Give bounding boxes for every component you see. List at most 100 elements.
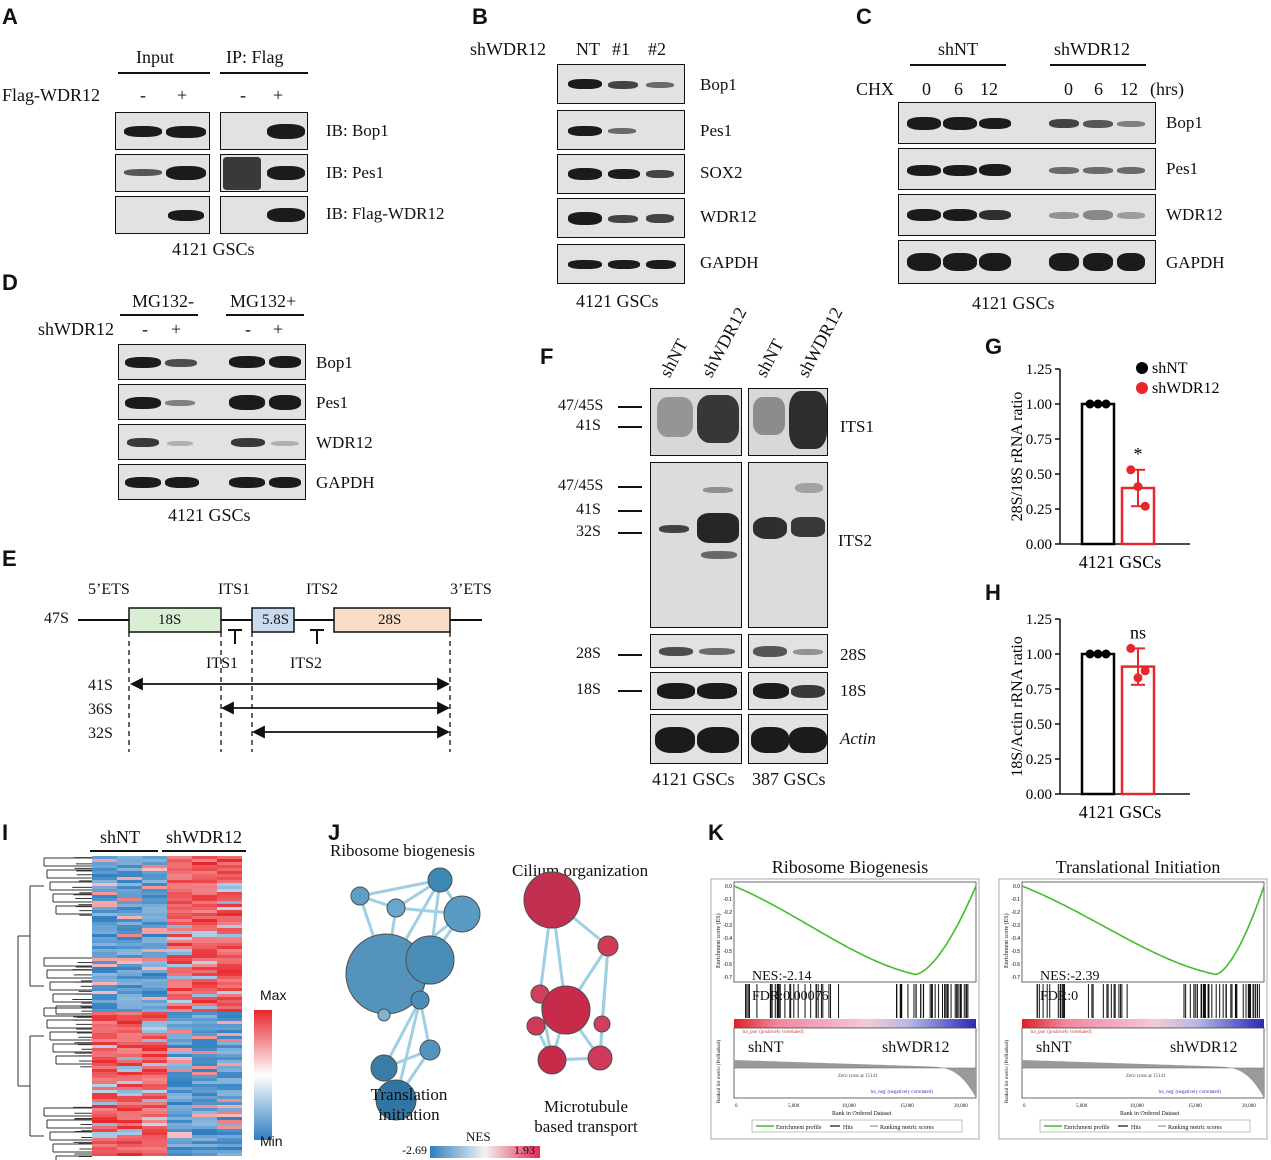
k-nes-1: NES:-2.14 <box>752 969 812 984</box>
heatmap-cell <box>142 916 167 919</box>
i-color-scale <box>254 1010 272 1140</box>
k-x4-2: 20,000 <box>1242 1104 1256 1109</box>
heatmap-cell <box>192 1123 217 1126</box>
d-sign: + <box>171 319 182 339</box>
heatmap-cell <box>117 886 142 889</box>
heatmap-cell <box>92 1117 117 1120</box>
heatmap-cell <box>167 1060 192 1063</box>
heatmap-cell <box>217 1153 242 1156</box>
heatmap-cell <box>142 922 167 925</box>
heatmap-cell <box>117 982 142 985</box>
heatmap-cell <box>167 1114 192 1117</box>
heatmap-cell <box>117 1051 142 1054</box>
legend-label: shWDR12 <box>1152 380 1220 397</box>
heatmap-cell <box>217 1036 242 1039</box>
heatmap-cell <box>167 976 192 979</box>
heatmap-cell <box>167 970 192 973</box>
heatmap-cell <box>142 1093 167 1096</box>
heatmap-cell <box>217 955 242 958</box>
d-sign: + <box>273 319 284 339</box>
heatmap-cell <box>142 1048 167 1051</box>
f-blot-its2-387 <box>748 462 828 628</box>
c-t12: 12 <box>980 79 998 99</box>
y-tick-label: 0.75 <box>1026 432 1052 448</box>
heatmap-cell <box>167 1147 192 1150</box>
f-marker-28: 28S <box>576 645 601 662</box>
es-tick-label: -0.4 <box>723 936 732 942</box>
heatmap-cell <box>117 856 142 859</box>
heatmap-cell <box>117 922 142 925</box>
heatmap-cell <box>217 871 242 874</box>
f-blot-actin-387 <box>748 714 828 764</box>
heatmap-cell <box>92 982 117 985</box>
dendrogram-leaf <box>49 881 92 891</box>
c-bop1: Bop1 <box>1166 113 1203 132</box>
heatmap-cell <box>92 1030 117 1033</box>
heatmap-cell <box>167 1096 192 1099</box>
heatmap-cell <box>192 1066 217 1069</box>
k-x2-1: 10,000 <box>842 1104 856 1109</box>
es-tick-label: -0.5 <box>723 949 732 955</box>
heatmap-cell <box>167 1003 192 1006</box>
heatmap-cell <box>92 868 117 871</box>
es-tick-label: -0.1 <box>723 897 732 903</box>
heatmap-cell <box>117 1090 142 1093</box>
heatmap-cell <box>142 973 167 976</box>
heatmap-cell <box>142 931 167 934</box>
data-point <box>1093 399 1103 409</box>
heatmap-cell <box>92 1057 117 1060</box>
a-sign: + <box>177 85 188 105</box>
k-gsea-plot-2: 0.0-0.1-0.2-0.3-0.4-0.5-0.6-0.7 <box>998 878 1268 1140</box>
heatmap-cell <box>217 1141 242 1144</box>
heatmap-cell <box>92 1060 117 1063</box>
heatmap-cell <box>192 1039 217 1042</box>
heatmap-cell <box>92 1015 117 1018</box>
heatmap-cell <box>217 961 242 964</box>
heatmap-cell <box>217 1063 242 1066</box>
dendrogram-leaf <box>43 957 92 967</box>
heatmap-cell <box>192 1102 217 1105</box>
k-pos-2: 'na_pos' (positively correlated) <box>1030 1030 1092 1035</box>
heatmap-cell <box>167 1051 192 1054</box>
y-tick-label: 0.25 <box>1026 752 1052 768</box>
j-initiation: initiation <box>378 1105 440 1124</box>
heatmap-cell <box>142 1027 167 1030</box>
heatmap-cell <box>142 1087 167 1090</box>
b-sox2: SOX2 <box>700 163 743 182</box>
j-nes-max: 1.93 <box>514 1143 535 1157</box>
legend-box <box>1039 1119 1251 1133</box>
b-gapdh: GAPDH <box>700 253 759 272</box>
heatmap-cell <box>142 1132 167 1135</box>
heatmap-cell <box>117 961 142 964</box>
data-point <box>1093 649 1103 659</box>
enrichment-curve <box>733 885 977 976</box>
heatmap-cell <box>117 988 142 991</box>
heatmap-cell <box>117 880 142 883</box>
heatmap-cell <box>142 1045 167 1048</box>
heatmap-cell <box>217 1024 242 1027</box>
heatmap-cell <box>217 904 242 907</box>
heatmap-cell <box>217 874 242 877</box>
heatmap-cell <box>167 874 192 877</box>
heatmap-cell <box>92 931 117 934</box>
k-rank-1: Rank in Ordered Dataset <box>832 1111 892 1117</box>
e-its2-top: ITS2 <box>306 581 338 598</box>
heatmap-cell <box>217 868 242 871</box>
panel-label-f: F <box>540 344 554 369</box>
heatmap-cell <box>217 1045 242 1048</box>
heatmap-cell <box>117 985 142 988</box>
heatmap-cell <box>92 889 117 892</box>
b-lane-2: #2 <box>648 39 666 59</box>
heatmap-cell <box>142 886 167 889</box>
heatmap-cell <box>192 1114 217 1117</box>
j-nes-label: NES <box>466 1129 491 1144</box>
heatmap-cell <box>217 1147 242 1150</box>
heatmap-cell <box>217 1027 242 1030</box>
heatmap-cell <box>192 946 217 949</box>
heatmap-cell <box>117 910 142 913</box>
heatmap-cell <box>142 1102 167 1105</box>
heatmap-cell <box>117 877 142 880</box>
dendrogram-leaf <box>55 1055 92 1065</box>
heatmap-cell <box>192 904 217 907</box>
a-ib-flag: IB: Flag-WDR12 <box>326 204 445 223</box>
